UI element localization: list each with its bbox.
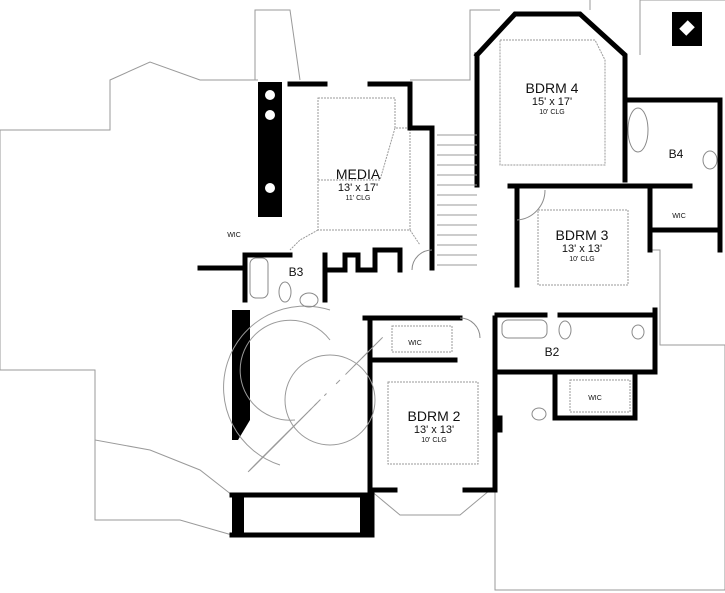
room-name: MEDIA [335,166,381,182]
column-circle [265,90,275,100]
room-name: BDRM 4 [525,80,579,96]
room-wic-b2: WIC [588,395,602,402]
straight-stair [437,134,477,266]
room-media: MEDIA 13' x 17' 11' CLG [336,166,380,203]
room-name: BDRM 2 [407,408,461,424]
fixtures [249,107,718,421]
spiral-stair [223,305,384,473]
room-b4: B4 [668,147,684,161]
bdrm3-ceiling [537,209,629,286]
room-size: 13' x 13' [561,243,603,256]
room-size: 13' x 17' [337,182,379,195]
room-bdrm4: BDRM 4 15' x 17' 10' CLG [526,80,579,117]
spiral-tread [308,402,318,412]
bdrm4-ceiling [499,39,606,166]
room-ceiling: 10' CLG [539,108,565,116]
room-b2: B2 [544,345,560,359]
room-bdrm2: BDRM 2 13' x 13' 10' CLG [408,408,461,445]
column-circle [265,110,275,120]
spiral-tread [323,393,327,397]
room-ceiling: 10' CLG [421,436,447,444]
media-ceiling [317,97,411,231]
room-size: 13' x 13' [413,424,455,437]
room-ceiling: 11' CLG [345,194,371,202]
chimney-flue [679,20,695,36]
room-wic-bdrm2: WIC [408,340,422,347]
stair-wall [232,310,250,440]
spiral-tread [361,336,384,359]
column-circle [265,183,275,193]
walls [197,11,723,538]
bdrm2-ceiling [387,381,479,465]
spiral-tread [293,411,309,427]
room-b3: B3 [288,265,304,279]
room-ceiling: 10' CLG [569,255,595,263]
spiral-tread [335,379,341,385]
room-bdrm3: BDRM 3 13' x 13' 10' CLG [556,227,609,264]
room-size: 15' x 17' [531,96,573,109]
room-name: BDRM 3 [555,227,609,243]
spiral-tread [345,364,356,375]
room-wic-media: WIC [227,232,241,239]
media-fireplace-wall [258,82,282,217]
room-wic-bdrm3: WIC [672,213,686,220]
